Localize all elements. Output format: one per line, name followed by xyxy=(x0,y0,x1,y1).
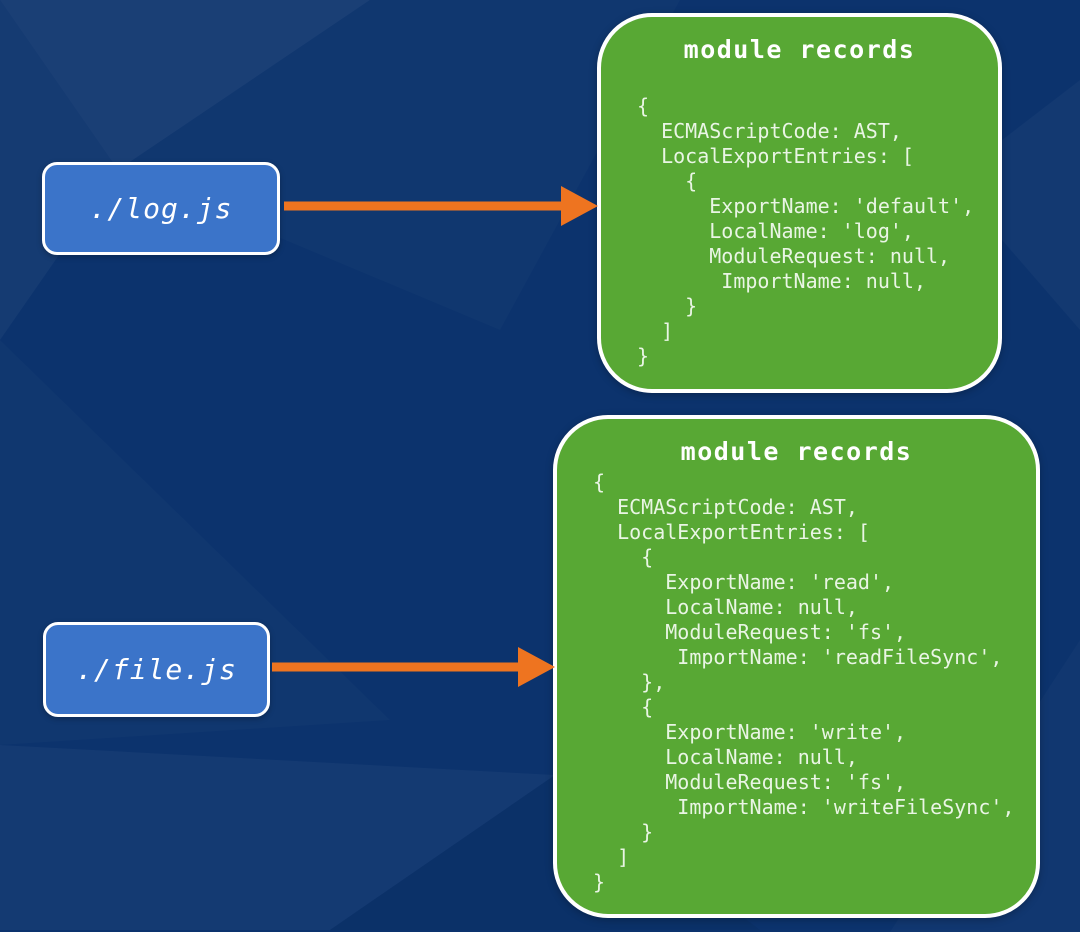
file-record-code: { ECMAScriptCode: AST, LocalExportEntrie… xyxy=(593,470,1015,894)
arrow-file-to-record-icon xyxy=(272,647,555,687)
log-record-code: { ECMAScriptCode: AST, LocalExportEntrie… xyxy=(637,94,975,368)
file-record-title: module records xyxy=(680,437,913,466)
node-file-js-label: ./file.js xyxy=(76,653,237,686)
node-file-js: ./file.js xyxy=(43,622,270,717)
arrow-log-to-record-icon xyxy=(284,186,598,226)
node-file-module-record: module records { ECMAScriptCode: AST, Lo… xyxy=(553,415,1040,918)
node-log-module-record: module records { ECMAScriptCode: AST, Lo… xyxy=(597,13,1002,393)
node-log-js-label: ./log.js xyxy=(89,192,233,225)
node-log-js: ./log.js xyxy=(42,162,280,255)
log-record-title: module records xyxy=(683,35,916,64)
